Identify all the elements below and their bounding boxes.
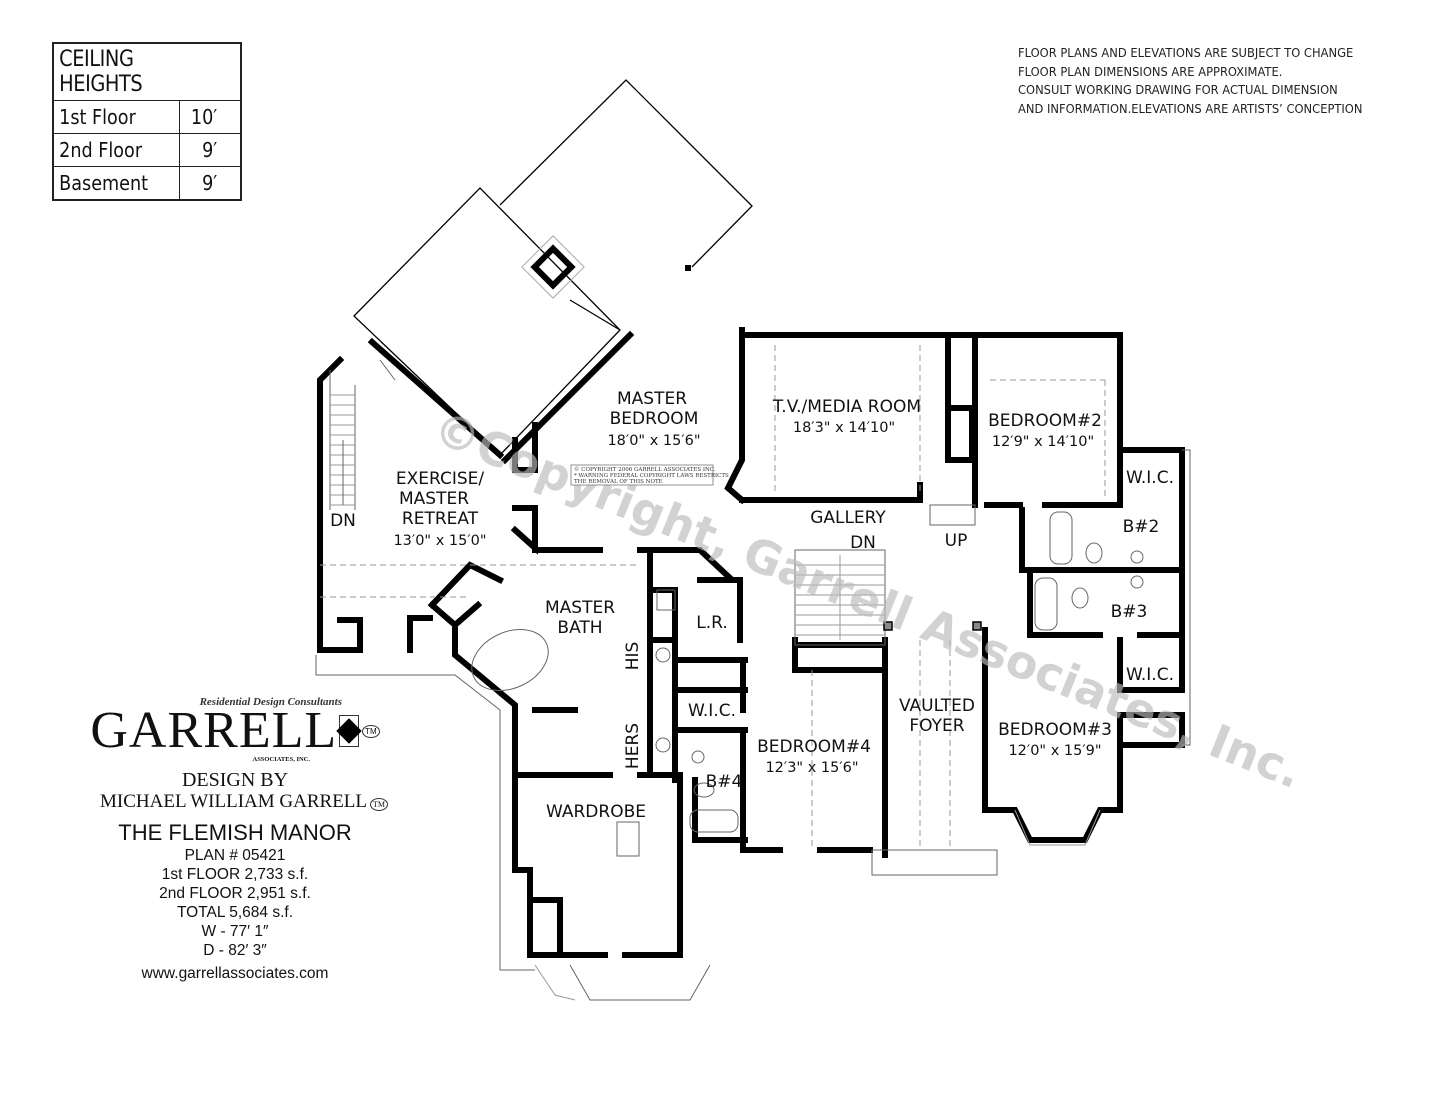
plan-number: PLAN # 05421 [184,847,286,864]
room-master-bedroom: MASTER BEDROOM 18′0" x 15′6" [607,389,700,449]
floor-label: Basement [52,166,165,201]
svg-text:12′9" x 14′10": 12′9" x 14′10" [992,434,1094,450]
svg-text:MASTER: MASTER [399,489,469,509]
ceiling-lines [320,345,1106,850]
disclaimer-line: AND INFORMATION.ELEVATIONS ARE ARTISTS’ … [1018,100,1363,116]
svg-text:BEDROOM#4: BEDROOM#4 [757,737,871,757]
svg-text:12′0" x 15′9": 12′0" x 15′9" [1008,743,1101,759]
room-tv-media: T.V./MEDIA ROOM 18′3" x 14′10" [772,397,921,436]
roof-outline [353,79,753,456]
svg-text:© COPYRIGHT 2006 GARRELL ASSOC: © COPYRIGHT 2006 GARRELL ASSOCIATES INC. [574,466,716,473]
plan-width: W - 77′ 1″ [201,923,269,940]
chimney-icon [521,235,585,299]
room-bath-4: B#4 [706,772,743,792]
first-floor-area: 1st FLOOR 2,733 s.f. [161,866,309,883]
svg-text:12′3" x 15′6": 12′3" x 15′6" [765,760,858,776]
floor-label: 2nd Floor [52,133,165,167]
room-master-bath: BATH [557,618,602,638]
trademark-badge: TM [370,798,389,811]
svg-text:BEDROOM#3: BEDROOM#3 [998,720,1112,740]
plan-depth: D - 82′ 3″ [203,942,267,959]
room-wic-3: W.I.C. [1126,665,1174,685]
room-lr: L.R. [696,613,728,633]
ceiling-value: 10′ [179,100,235,134]
room-bedroom-2: BEDROOM#2 12′9" x 14′10" [988,411,1102,450]
room-vaulted-foyer: FOYER [909,716,964,736]
diamond-logo-icon [336,715,362,747]
room-bath-2: B#2 [1123,517,1160,537]
room-exercise-retreat: EXERCISE/ MASTER RETREAT 13′0" x 15′0" [393,469,486,549]
ceiling-value: 9′ [179,133,235,167]
website-link[interactable]: www.garrellassociates.com [141,965,329,982]
total-area: TOTAL 5,684 s.f. [176,904,293,921]
room-wic-2: W.I.C. [1126,468,1174,488]
ceiling-heights-title: CEILING HEIGHTS [52,42,219,101]
brand-wordmark: GARRELL [90,702,338,759]
garrell-logo: GARRELL TM [90,705,380,757]
svg-text:EXERCISE/: EXERCISE/ [396,469,485,489]
copyright-note: © COPYRIGHT 2006 GARRELL ASSOCIATES INC.… [570,464,729,486]
room-wardrobe: WARDROBE [546,802,646,822]
stair-up-label: UP [945,531,968,551]
svg-text:BEDROOM#2: BEDROOM#2 [988,411,1102,431]
plan-info-block: Residential Design Consultants GARRELL T… [90,696,389,983]
svg-text:MASTER: MASTER [617,389,687,409]
ceiling-heights-table: CEILING HEIGHTS 1st Floor 10′ 2nd Floor … [52,42,242,201]
brand-associates: ASSOCIATES, INC. [252,756,311,763]
room-his-vanity: HIS [623,642,643,671]
svg-text:18′0" x 15′6": 18′0" x 15′6" [607,433,700,449]
fixtures [315,359,1191,1001]
room-hers-vanity: HERS [623,723,643,769]
plan-name: THE FLEMISH MANOR [118,820,352,845]
svg-text:THE REMOVAL OF THIS NOTE: THE REMOVAL OF THIS NOTE [574,479,663,485]
disclaimer-line: FLOOR PLAN DIMENSIONS ARE APPROXIMATE. [1018,63,1283,79]
svg-text:13′0" x 15′0": 13′0" x 15′0" [393,533,486,549]
disclaimer-line: FLOOR PLANS AND ELEVATIONS ARE SUBJECT T… [1018,45,1354,60]
stair-down-label: DN [330,511,356,531]
table-row: Basement 9′ [52,166,241,201]
trademark-badge: TM [362,724,380,738]
brand-tagline: Residential Design Consultants [199,696,342,708]
svg-text:T.V./MEDIA ROOM: T.V./MEDIA ROOM [772,397,921,417]
plan-stats: PLAN # 05421 1st FLOOR 2,733 s.f. 2nd FL… [100,846,370,983]
second-floor-area: 2nd FLOOR 2,951 s.f. [159,885,311,902]
svg-text:BEDROOM: BEDROOM [610,409,699,429]
room-bath-3: B#3 [1111,602,1148,622]
room-master-bath: MASTER [545,598,615,618]
disclaimer-note: FLOOR PLANS AND ELEVATIONS ARE SUBJECT T… [1018,44,1392,118]
room-bedroom-4: BEDROOM#4 12′3" x 15′6" [757,737,871,776]
room-gallery: GALLERY [810,508,886,528]
room-vaulted-foyer: VAULTED [899,696,975,716]
design-by-label: DESIGN BY [181,769,289,791]
table-row: 2nd Floor 9′ [52,133,241,167]
svg-text:18′3" x 14′10": 18′3" x 14′10" [793,420,895,436]
svg-text:* WARNING FEDERAL COPYRIGHT LA: * WARNING FEDERAL COPYRIGHT LAWS RESTRIC… [574,473,729,479]
walls [317,265,1185,958]
room-wic-master: W.I.C. [688,701,736,721]
stair-down-label: DN [850,533,876,553]
ceiling-value: 9′ [179,166,235,201]
room-bedroom-3: BEDROOM#3 12′0" x 15′9" [998,720,1112,759]
disclaimer-line: CONSULT WORKING DRAWING FOR ACTUAL DIMEN… [1018,82,1338,97]
svg-text:RETREAT: RETREAT [402,509,479,529]
